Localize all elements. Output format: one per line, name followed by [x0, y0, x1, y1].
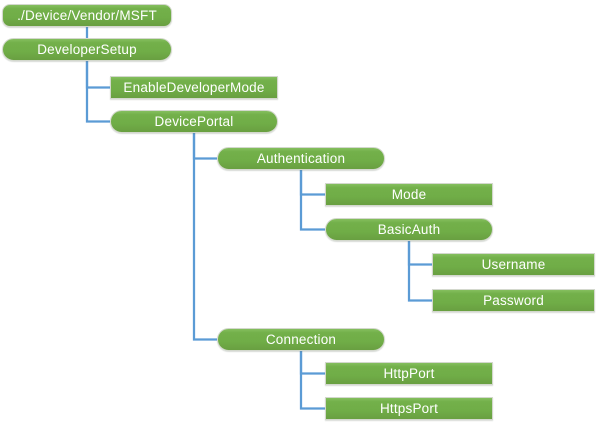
tree-node-label-device-portal: DevicePortal	[154, 113, 234, 129]
tree-node-msft-root: ./Device/Vendor/MSFT	[2, 4, 172, 27]
tree-node-username: Username	[432, 253, 595, 276]
tree-node-label-msft-root: ./Device/Vendor/MSFT	[17, 7, 157, 23]
tree-node-label-https-port: HttpsPort	[379, 400, 439, 416]
tree-node-label-http-port: HttpPort	[383, 365, 435, 381]
tree-node-label-username: Username	[481, 256, 546, 272]
connector-basic-auth-to-password	[407, 241, 432, 302]
connector-developer-setup-to-enable-developer-mode	[85, 61, 110, 89]
tree-node-label-developer-setup: DeveloperSetup	[37, 41, 137, 57]
tree-node-authentication: Authentication	[217, 147, 385, 170]
connector-device-portal-to-authentication	[192, 133, 217, 160]
tree-node-label-connection: Connection	[265, 331, 337, 347]
tree-node-label-enable-developer-mode: EnableDeveloperMode	[123, 79, 265, 95]
tree-node-device-portal: DevicePortal	[110, 110, 278, 133]
tree-node-developer-setup: DeveloperSetup	[2, 38, 172, 61]
tree-node-password: Password	[432, 289, 595, 312]
tree-node-label-basic-auth: BasicAuth	[377, 221, 441, 237]
connector-connection-to-https-port	[299, 351, 325, 410]
tree-node-enable-developer-mode: EnableDeveloperMode	[110, 76, 278, 99]
tree-node-basic-auth: BasicAuth	[325, 218, 493, 241]
tree-node-https-port: HttpsPort	[325, 397, 493, 420]
connector-connection-to-http-port	[299, 351, 325, 375]
tree-node-http-port: HttpPort	[325, 362, 493, 385]
connector-device-portal-to-connection	[192, 133, 217, 341]
tree-node-connection: Connection	[217, 328, 385, 351]
tree-node-label-password: Password	[483, 292, 544, 308]
connector-authentication-to-basic-auth	[299, 170, 325, 231]
connector-developer-setup-to-device-portal	[85, 61, 110, 123]
tree-node-label-authentication: Authentication	[256, 150, 346, 166]
connector-basic-auth-to-username	[407, 241, 432, 266]
connector-authentication-to-mode	[299, 170, 325, 196]
tree-node-label-mode: Mode	[391, 186, 427, 202]
tree-node-mode: Mode	[325, 183, 493, 206]
